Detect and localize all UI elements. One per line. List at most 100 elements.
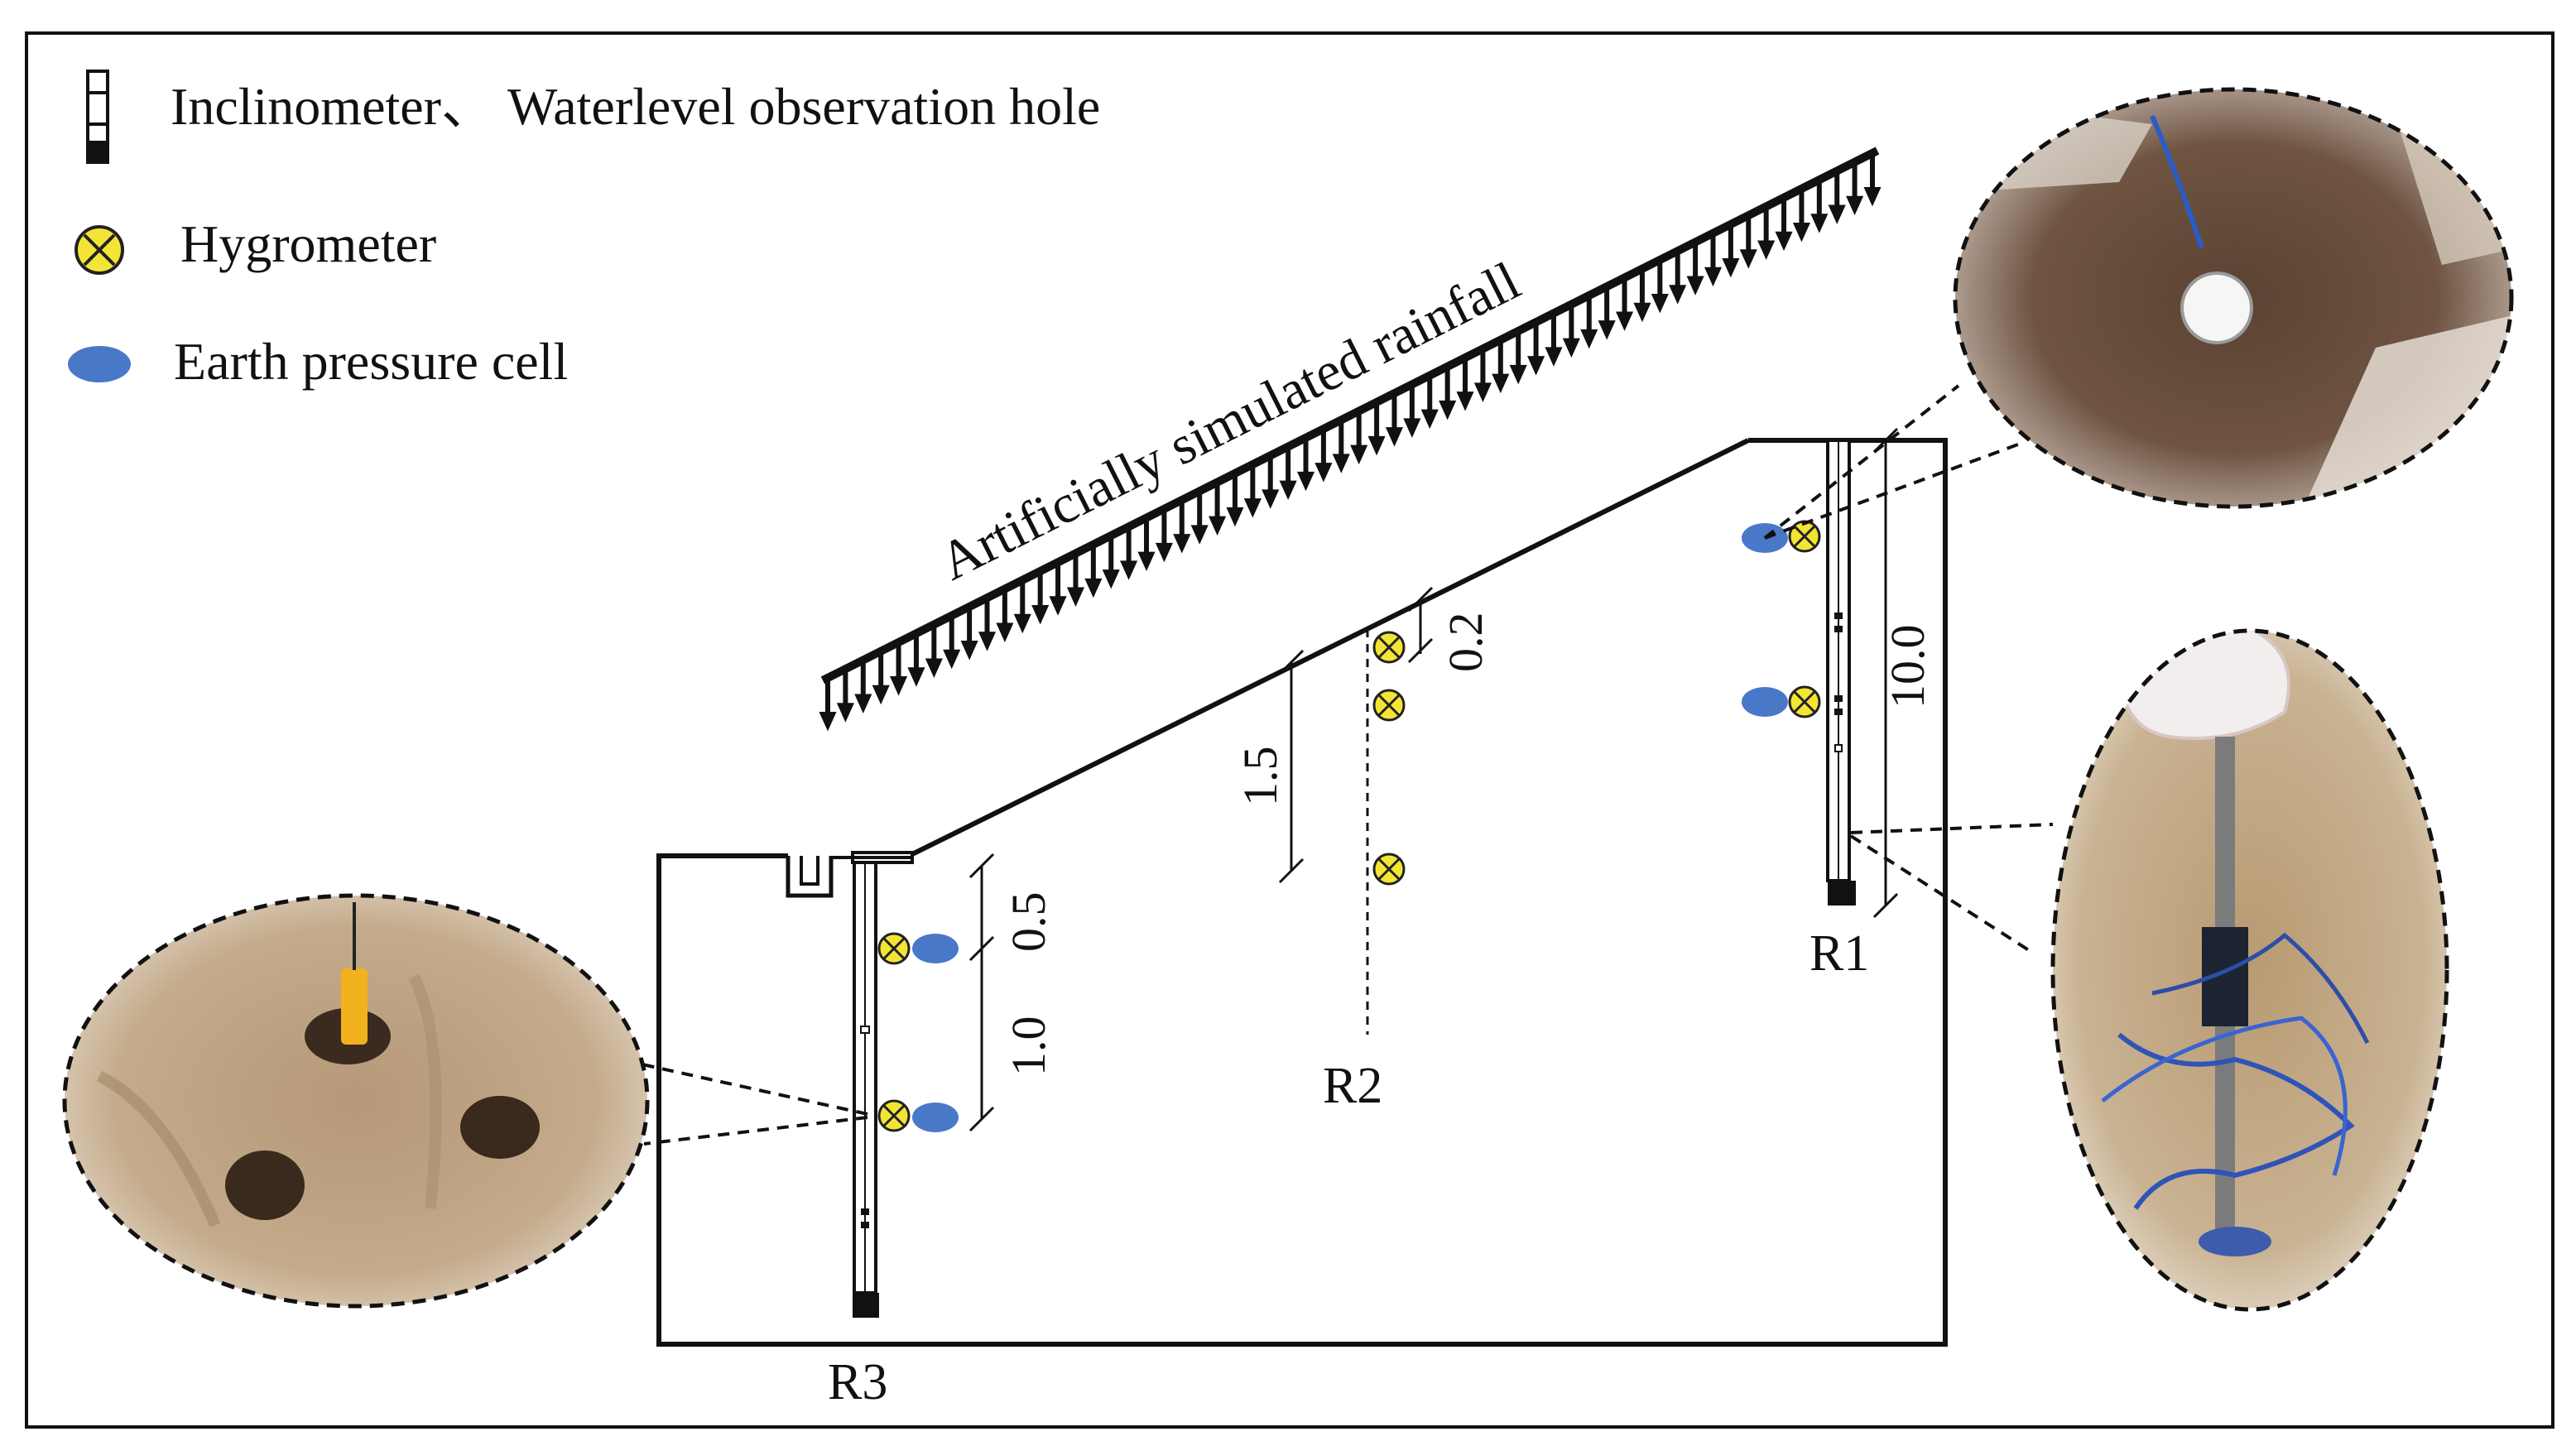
legend-hygrometer-label: Hygrometer	[180, 214, 436, 273]
r2-hygrometer-3	[1372, 853, 1406, 886]
rain-arrow-head	[1846, 195, 1864, 216]
rain-arrow-head	[996, 622, 1014, 642]
sensor-cable	[2150, 114, 2204, 249]
pressure-cell-photo-disc	[2180, 271, 2253, 344]
r2-hygrometer-2	[1372, 689, 1406, 722]
rain-arrow-head	[1190, 525, 1209, 545]
rain-arrow-head	[1810, 214, 1829, 233]
rain-arrow-head	[1580, 329, 1598, 349]
r2-hygrometer-1	[1372, 631, 1406, 664]
rain-arrow-head	[1031, 605, 1050, 625]
rain-arrow-head	[1669, 285, 1687, 305]
rain-arrow-head	[1473, 382, 1492, 402]
r1-hygrometer-1	[1788, 520, 1821, 553]
rain-arrow-head	[1704, 267, 1723, 287]
rain-arrow-head	[1049, 596, 1067, 616]
borehole-r1-label: R1	[1809, 925, 1869, 982]
rain-arrow-head	[1262, 489, 1280, 509]
rain-arrow-head	[1209, 516, 1227, 536]
rain-arrow-head	[1243, 498, 1262, 518]
rain-arrow-head	[1296, 471, 1315, 492]
rain-arrow-head	[1509, 364, 1527, 385]
rain-arrow-head	[1527, 356, 1545, 376]
rain-arrow-head	[1722, 257, 1740, 278]
r3-hygrometer-1	[877, 932, 911, 965]
rain-arrow-head	[943, 649, 961, 670]
r3-sensors	[877, 932, 959, 1132]
rain-arrow-head	[1651, 293, 1669, 314]
r1-hygrometer-2	[1788, 685, 1821, 718]
rain-arrow-head	[1615, 311, 1634, 331]
rain-arrow-head	[1279, 480, 1297, 501]
rain-arrow-head	[925, 658, 943, 678]
photo-boreholes	[62, 893, 650, 1309]
rain-arrow-head	[1739, 249, 1757, 269]
figure-frame	[25, 31, 2554, 1429]
rain-arrow-head	[960, 641, 978, 661]
rain-arrow-head	[1084, 578, 1103, 598]
rain-arrow-head	[1863, 187, 1882, 207]
rain-arrow-head	[872, 685, 890, 705]
rain-arrow-head	[978, 632, 997, 651]
rain-arrow-head	[1226, 507, 1244, 527]
rain-arrow-head	[1686, 276, 1704, 295]
callout-lines	[642, 384, 2054, 1146]
r2-spacing-label: 1.5	[1233, 747, 1287, 807]
rain-arrow-head	[1492, 373, 1510, 394]
slope-model-outline	[656, 438, 1948, 1347]
rain-arrow-head	[1792, 222, 1810, 243]
borehole-r3	[853, 861, 879, 1318]
rain-arrow-head	[1545, 347, 1563, 367]
rain-arrow-head	[836, 703, 854, 723]
rain-arrow-head	[1066, 587, 1085, 607]
r2-dimensions	[1278, 586, 1434, 884]
rain-arrow-head	[1598, 320, 1616, 340]
rain-arrow-head	[1367, 435, 1386, 456]
r1-sensors	[1742, 520, 1821, 718]
rain-arrow-head	[1385, 427, 1404, 447]
rain-arrow-head	[1456, 392, 1474, 411]
r3-top-label: 0.5	[1002, 892, 1055, 953]
r1-depth-label: 10.0	[1881, 625, 1934, 709]
photo-soil-surface	[1953, 87, 2514, 509]
legend-pressure-cell-label: Earth pressure cell	[174, 332, 568, 391]
r2-top-label: 0.2	[1439, 613, 1492, 673]
r3-hygrometer-2	[877, 1099, 911, 1132]
rain-arrow-head	[1314, 463, 1333, 483]
rain-arrow-head	[1828, 204, 1846, 224]
rain-arrow-head	[854, 694, 872, 713]
rain-arrow-head	[1013, 613, 1031, 634]
hygrometer-icon	[74, 225, 124, 275]
rainfall-label: Artificially simulated rainfall	[930, 251, 1530, 593]
r3-pressure-cell-1	[912, 934, 959, 963]
rain-arrow-head	[1350, 444, 1368, 465]
rain-arrow-head	[1757, 240, 1776, 260]
rain-arrow-head	[890, 676, 908, 696]
r3-dimensions	[968, 853, 995, 1132]
borehole-r2	[1366, 629, 1406, 1035]
sensor-probe	[341, 968, 368, 1045]
rainfall-baseline	[820, 147, 1880, 685]
rain-arrow-head	[1102, 569, 1120, 589]
rain-arrow-head	[1155, 542, 1173, 563]
rainfall-arrows	[819, 147, 1882, 732]
inclinometer-icon	[86, 70, 109, 164]
legend-inclinometer-label: Inclinometer、 Waterlevel observation hol…	[171, 77, 1100, 136]
rain-arrow-head	[1633, 302, 1651, 323]
rain-arrow-head	[1775, 231, 1793, 252]
rain-arrow-head	[1332, 454, 1350, 473]
rain-arrow-head	[1173, 534, 1191, 554]
rain-arrow-head	[1120, 560, 1138, 580]
rain-arrow-head	[1562, 338, 1580, 358]
r1-pressure-cell-2	[1742, 687, 1788, 717]
rain-arrow-head	[1420, 409, 1439, 430]
rain-arrow-head	[907, 667, 925, 687]
rain-arrow-head	[1137, 551, 1156, 572]
rain-arrow-head	[819, 712, 837, 732]
r3-pressure-cell-2	[912, 1103, 959, 1132]
rain-arrow-head	[1403, 418, 1421, 438]
photo-inclinometer-pipe	[2050, 628, 2449, 1312]
borehole-r3-label: R3	[828, 1354, 887, 1410]
